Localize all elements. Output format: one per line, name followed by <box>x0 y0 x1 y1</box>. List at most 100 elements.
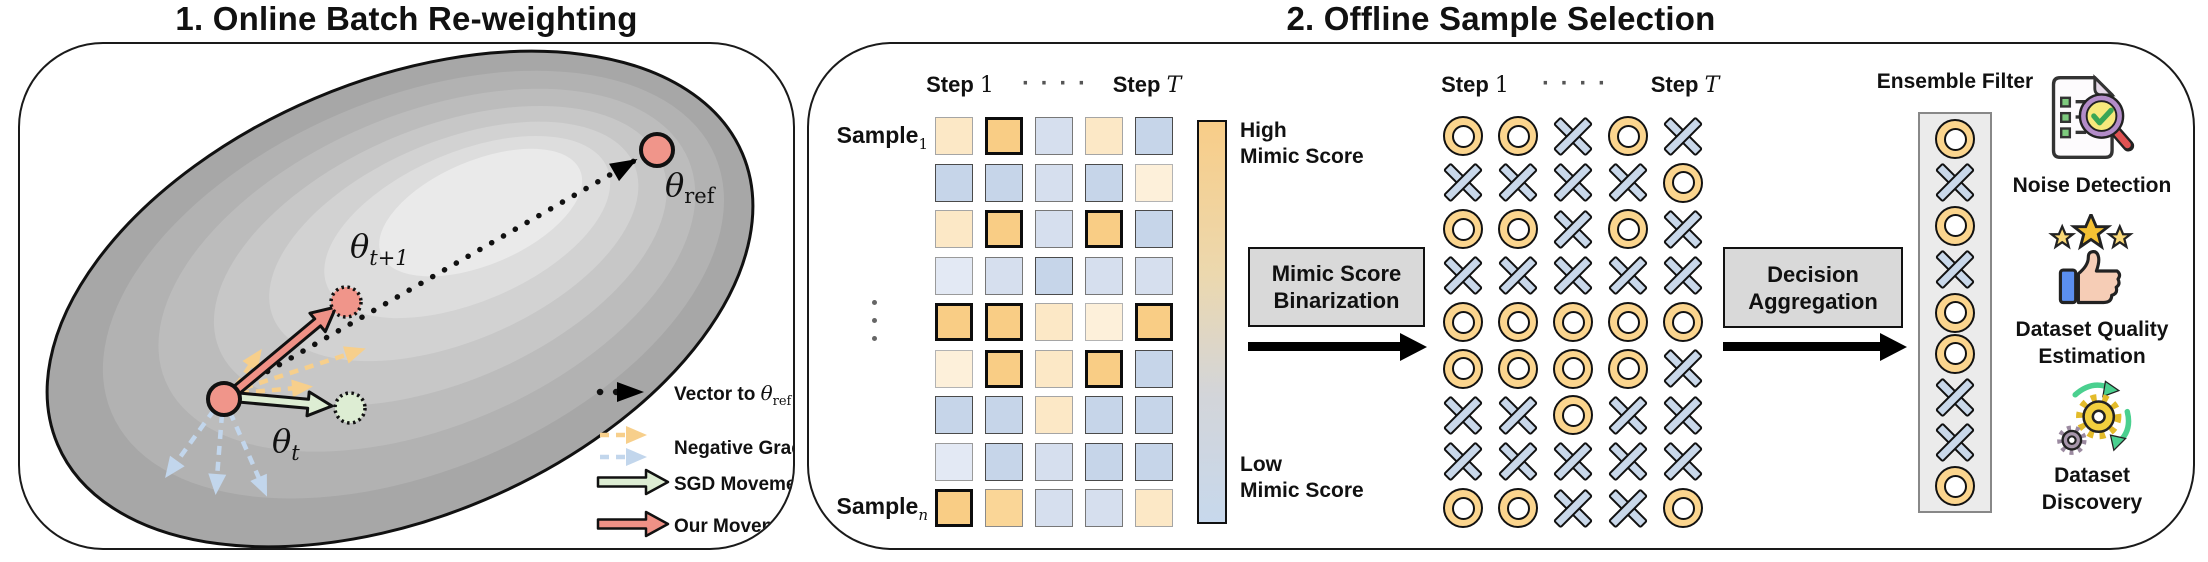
score-cell <box>935 210 973 248</box>
binary-cell <box>1550 207 1596 251</box>
score-cell <box>1035 349 1073 388</box>
right-panel-title: 2. Offline Sample Selection <box>1286 0 1716 37</box>
binary-cell <box>1440 393 1486 437</box>
loss-landscape-svg: θref θt+1 θt Vector to θref Negative Gra… <box>45 49 795 548</box>
legend-sgd-label: SGD Movement <box>674 474 795 495</box>
discard-mark <box>1496 440 1540 484</box>
binary-cell <box>1660 440 1706 484</box>
binary-cell <box>1495 254 1541 298</box>
binary-cell <box>1495 440 1541 484</box>
score-cell <box>1085 117 1123 155</box>
score-cell <box>1135 489 1173 527</box>
discard-mark <box>1551 486 1595 530</box>
binary-cell <box>1495 347 1541 391</box>
theta-t-node <box>206 381 242 417</box>
discard-mark <box>1496 254 1540 298</box>
score-cell <box>1085 442 1123 481</box>
score-cell <box>1035 117 1073 155</box>
score-cell <box>935 163 973 202</box>
discard-mark <box>1496 393 1540 437</box>
legend-vector-label: Vector to θref <box>674 381 793 409</box>
left-panel-title: 1. Online Batch Re-weighting <box>175 0 638 37</box>
score-cell <box>935 442 973 481</box>
binary-cell <box>1440 207 1486 251</box>
binary-cell <box>1550 114 1596 158</box>
binary-cell <box>1605 440 1651 484</box>
score-cell <box>1135 163 1173 202</box>
score-cell <box>1085 163 1123 202</box>
binary-grid-step1-header: Step 1 <box>1441 72 1509 98</box>
discard-mark <box>1933 375 1977 419</box>
discard-mark <box>1661 207 1705 251</box>
score-cell <box>1135 396 1173 434</box>
binary-cell <box>1550 347 1596 391</box>
legend-our-label: Our Movement <box>674 516 795 537</box>
mimic-score-grid <box>935 117 1173 527</box>
legend-sgd-sample <box>596 468 670 496</box>
score-cell <box>935 349 973 388</box>
score-cell <box>1035 256 1073 295</box>
score-cell <box>935 256 973 295</box>
score-cell <box>1085 303 1123 341</box>
discard-mark <box>1661 114 1705 158</box>
theta-ref-node <box>639 132 675 168</box>
discard-mark <box>1606 161 1650 205</box>
binary-cell <box>1440 161 1486 205</box>
score-cell <box>1085 210 1123 248</box>
discard-mark <box>1441 254 1485 298</box>
score-cell <box>985 442 1023 481</box>
discard-mark <box>1661 440 1705 484</box>
binary-cell <box>1440 486 1486 530</box>
online-batch-reweighting-panel: θref θt+1 θt Vector to θref Negative Gra… <box>18 42 795 550</box>
binary-cell <box>1550 393 1596 437</box>
keep-mark <box>1498 488 1538 528</box>
discard-mark <box>1551 440 1595 484</box>
keep-mark <box>1663 302 1703 342</box>
sample-ellipsis <box>872 300 877 341</box>
keep-mark <box>1553 302 1593 342</box>
sgd-movement-arrow <box>231 390 334 418</box>
score-cell <box>1035 303 1073 341</box>
binary-cell <box>1495 161 1541 205</box>
binary-cell <box>1605 300 1651 344</box>
score-cell <box>985 489 1023 527</box>
keep-mark <box>1935 466 1975 506</box>
score-cell <box>1135 349 1173 388</box>
keep-mark <box>1935 292 1975 333</box>
keep-mark <box>1935 333 1975 374</box>
discard-mark <box>1551 254 1595 298</box>
score-cell <box>1135 210 1173 248</box>
keep-mark <box>1498 116 1538 156</box>
binary-cell <box>1495 393 1541 437</box>
score-grid-step-dots: · · · · <box>1022 70 1088 97</box>
binary-cell <box>1495 114 1541 158</box>
binary-cell <box>1605 393 1651 437</box>
binary-cell <box>1550 486 1596 530</box>
binary-cell <box>1660 393 1706 437</box>
binary-cell <box>1605 254 1651 298</box>
discard-mark <box>1441 161 1485 205</box>
binary-cell <box>1605 486 1651 530</box>
sample-n-label: Samplen <box>836 493 929 524</box>
keep-mark <box>1443 488 1483 528</box>
discard-mark <box>1551 207 1595 251</box>
discard-mark <box>1661 393 1705 437</box>
theta-t1-label: θt+1 <box>350 227 409 270</box>
score-cell <box>1135 303 1173 341</box>
score-cell <box>1085 489 1123 527</box>
keep-mark <box>1935 205 1975 246</box>
sgd-target-node <box>333 391 367 425</box>
keep-mark <box>1663 162 1703 203</box>
discard-mark <box>1441 440 1485 484</box>
score-cell <box>985 349 1023 388</box>
score-cell <box>985 303 1023 341</box>
binary-cell <box>1495 300 1541 344</box>
binary-cell <box>1660 114 1706 158</box>
keep-mark <box>1663 488 1703 528</box>
discard-mark <box>1933 160 1977 204</box>
